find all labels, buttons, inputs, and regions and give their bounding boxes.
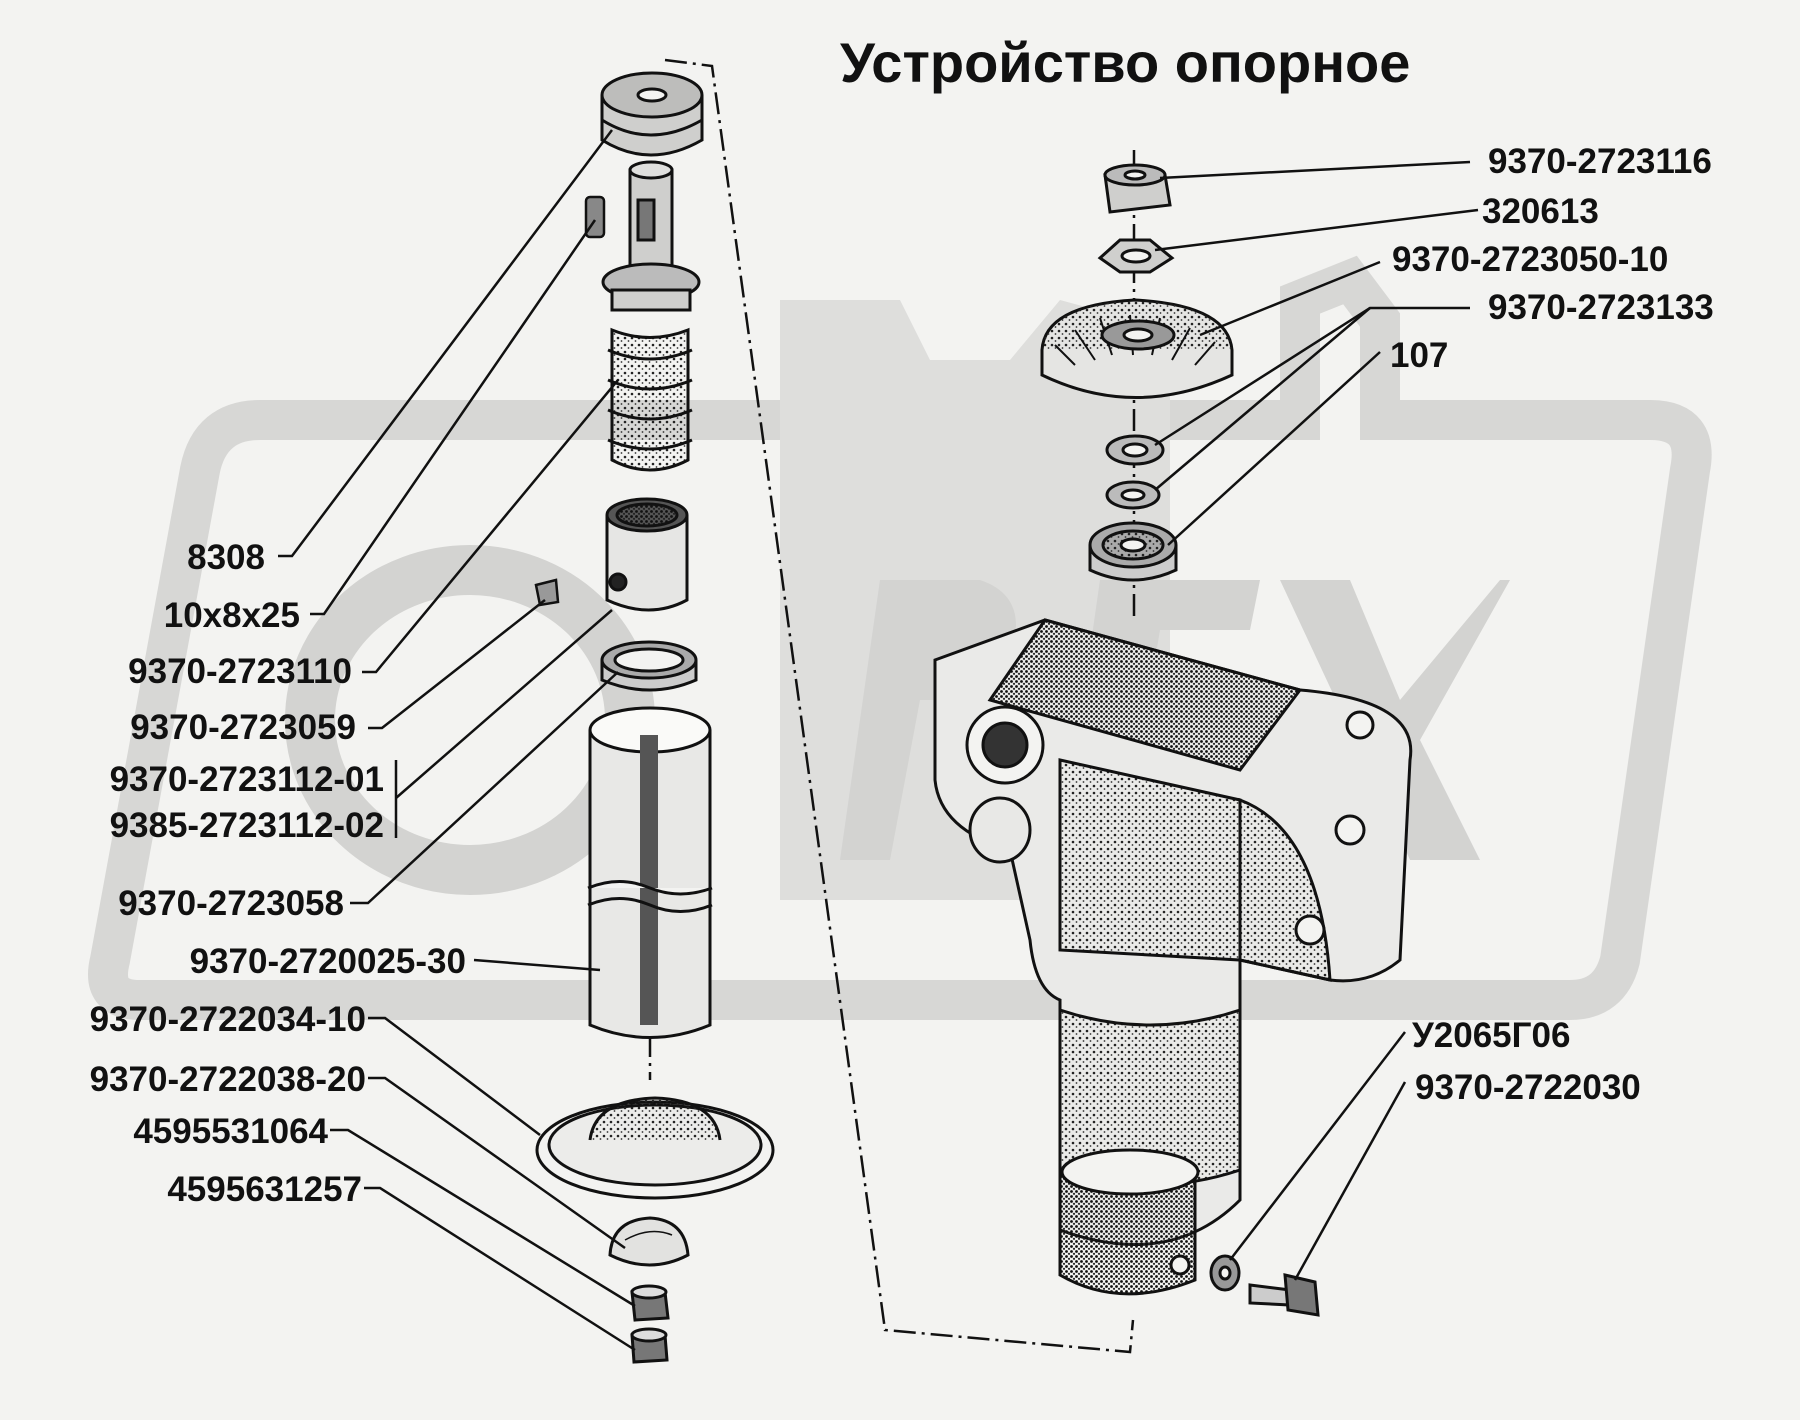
- part-sleeve-9370-2723112: [605, 497, 689, 612]
- part-bearing-107: [1088, 521, 1178, 582]
- watermark-logo: [88, 255, 1712, 1020]
- part-cap-8308: [600, 71, 704, 157]
- part-shaft-9370-2723110: [601, 160, 701, 472]
- part-cup-9370-2722038-20: [608, 1216, 690, 1267]
- part-plate-9370-2722034-10: [535, 1096, 775, 1200]
- part-shims-9370-2723133: [1105, 434, 1165, 510]
- label-9370-2720025-30: 9370-2720025-30: [189, 942, 466, 981]
- label-9370-2723050-10: 9370-2723050-10: [1392, 240, 1669, 279]
- label-9370-2722038-20: 9370-2722038-20: [89, 1060, 366, 1099]
- label-9370-2722034-10: 9370-2722034-10: [89, 1000, 366, 1039]
- label-320613: 320613: [1482, 192, 1599, 231]
- label-9370-2723133: 9370-2723133: [1488, 288, 1714, 327]
- part-housing-9370-2722030: [933, 618, 1413, 1296]
- label-8308: 8308: [187, 538, 265, 577]
- part-tube-9370-2720025-30: [587, 706, 713, 1039]
- label-9370-2723110: 9370-2723110: [128, 652, 352, 691]
- label-4595631257: 4595631257: [167, 1170, 362, 1209]
- label-u2065g06: У2065Г06: [1412, 1016, 1571, 1055]
- label-10x8x25: 10x8x25: [163, 596, 300, 635]
- label-9370-2722030: 9370-2722030: [1415, 1068, 1641, 1107]
- part-plug-9370-2723059: [534, 578, 560, 607]
- label-107: 107: [1390, 336, 1449, 375]
- part-washer-u2065g06: [1209, 1254, 1241, 1292]
- part-washer-320613: [1097, 238, 1175, 274]
- label-9385-2723112-02: 9385-2723112-02: [109, 806, 384, 845]
- part-ring-9370-2723058: [600, 640, 698, 692]
- label-9370-2723058: 9370-2723058: [118, 884, 344, 923]
- part-gear-9370-2723050-10: [1040, 298, 1234, 399]
- label-9370-2723112-01: 9370-2723112-01: [109, 760, 384, 799]
- label-9370-2723059: 9370-2723059: [130, 708, 356, 747]
- part-bolt: [1248, 1273, 1320, 1317]
- label-4595531064: 4595531064: [133, 1112, 328, 1151]
- part-nut-9370-2723116: [1103, 163, 1172, 214]
- diagram-title: Устройство опорное: [840, 31, 1411, 94]
- label-9370-2723116: 9370-2723116: [1488, 142, 1712, 181]
- part-nut-4595531064: [630, 1284, 670, 1322]
- leader-lines: [278, 129, 1479, 1352]
- part-nut-4595631257: [630, 1327, 669, 1364]
